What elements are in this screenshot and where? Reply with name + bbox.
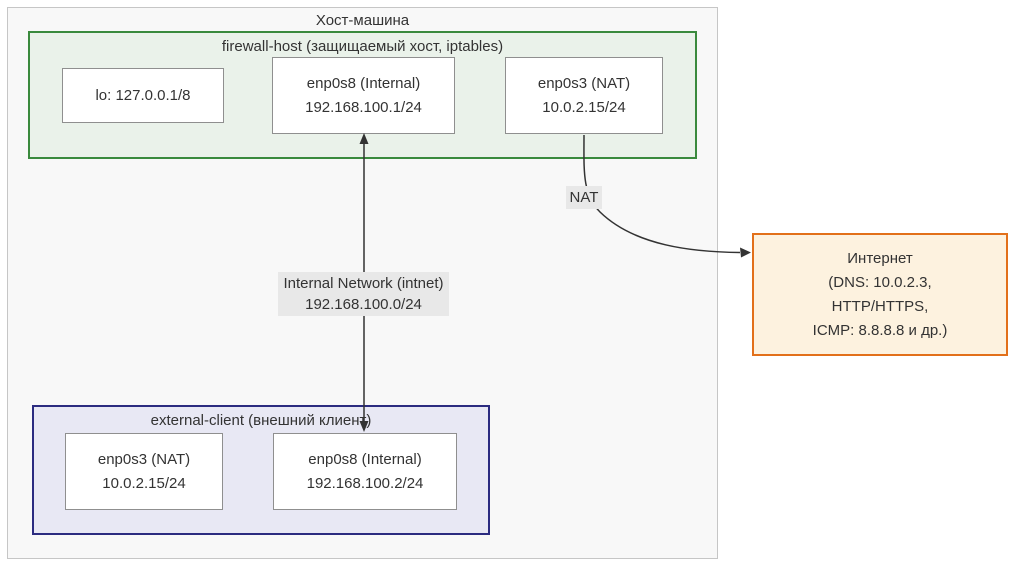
host-machine-title: Хост-машина (315, 12, 410, 29)
node-internet-http: HTTP/HTTPS, (831, 297, 929, 315)
node-firewall-enp0s3: enp0s3 (NAT) 10.0.2.15/24 (505, 57, 663, 134)
node-internet-title: Интернет (847, 249, 913, 267)
node-firewall-enp0s8: enp0s8 (Internal) 192.168.100.1/24 (272, 57, 455, 134)
node-client-enp0s3: enp0s3 (NAT) 10.0.2.15/24 (65, 433, 223, 510)
node-internet-dns: (DNS: 10.0.2.3, (828, 273, 932, 291)
firewall-host-title: firewall-host (защищаемый хост, iptables… (221, 38, 504, 55)
node-internet-icmp: ICMP: 8.8.8.8 и др.) (812, 321, 948, 339)
node-client-enp0s8: enp0s8 (Internal) 192.168.100.2/24 (273, 433, 457, 510)
arrowhead-right-icon (740, 247, 751, 258)
internal-network-edge-label: Internal Network (intnet) 192.168.100.0/… (278, 272, 449, 316)
node-lo-interface: lo: 127.0.0.1/8 (62, 68, 224, 123)
external-client-group: external-client (внешний клиент) enp0s3 … (32, 405, 490, 535)
nat-edge-label: NAT (566, 186, 602, 209)
external-client-title: external-client (внешний клиент) (150, 412, 372, 429)
node-lo-label: lo: 127.0.0.1/8 (95, 86, 191, 104)
node-client-enp0s3-ip: 10.0.2.15/24 (102, 474, 186, 492)
internal-network-label-subnet: 192.168.100.0/24 (305, 296, 422, 313)
host-machine-group: Хост-машина firewall-host (защищаемый хо… (7, 7, 718, 559)
node-firewall-enp0s3-ip: 10.0.2.15/24 (542, 98, 626, 116)
node-firewall-enp0s8-name: enp0s8 (Internal) (306, 74, 421, 92)
node-client-enp0s8-name: enp0s8 (Internal) (308, 450, 422, 468)
node-firewall-enp0s8-ip: 192.168.100.1/24 (305, 98, 422, 116)
nat-label-text: NAT (569, 189, 599, 206)
node-client-enp0s8-ip: 192.168.100.2/24 (306, 474, 424, 492)
internal-network-label-name: Internal Network (intnet) (283, 275, 444, 292)
node-internet: Интернет (DNS: 10.0.2.3, HTTP/HTTPS, ICM… (752, 233, 1008, 356)
node-client-enp0s3-name: enp0s3 (NAT) (97, 450, 191, 468)
firewall-host-group: firewall-host (защищаемый хост, iptables… (28, 31, 697, 159)
node-firewall-enp0s3-name: enp0s3 (NAT) (537, 74, 631, 92)
